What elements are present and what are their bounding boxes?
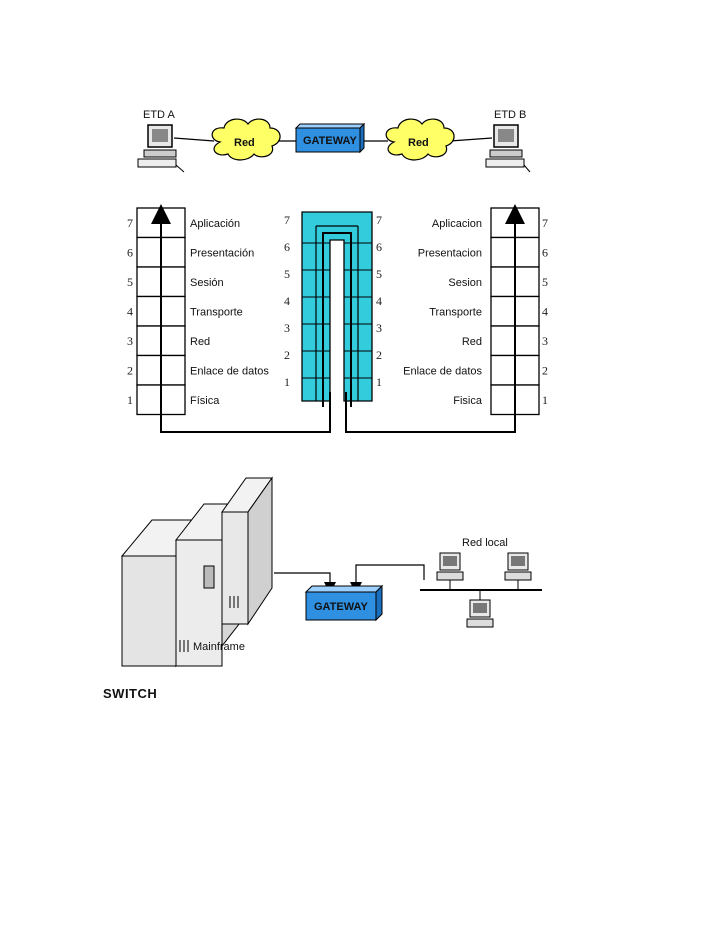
cloud-right-label: Red [408,137,429,149]
mainframe-label: Mainframe [193,641,245,653]
right-layer-label: Fisica [453,395,483,407]
gateway-bottom-box [304,584,384,622]
left-layer-label: Física [190,395,220,407]
left-layer-label: Aplicación [190,218,240,230]
right-layer-number: 2 [542,363,548,377]
gateway-bottom-label: GATEWAY [314,601,368,613]
left-layer-label: Red [190,336,210,348]
right-layer-number: 6 [542,245,548,259]
gateway-top-box [294,122,366,154]
computer-b-icon [485,124,531,173]
gateway-right-number: 7 [376,213,382,227]
gateway-data-path [322,232,352,407]
right-layer-label: Transporte [429,306,482,318]
gateway-left-number: 7 [284,213,290,227]
gateway-right-number: 5 [376,267,382,281]
right-layer-label: Enlace de datos [403,365,482,377]
right-layer-label: Presentacion [418,247,482,259]
left-layer-number: 3 [127,334,133,348]
gateway-left-number: 1 [284,375,290,389]
link-lan-gateway [350,564,425,594]
cloud-left-label: Red [234,137,255,149]
link-mainframe-gateway [274,572,336,594]
lan-label: Red local [462,537,508,549]
right-layer-number: 5 [542,275,548,289]
left-layer-number: 5 [127,275,133,289]
computer-a-icon [137,124,185,173]
gateway-top-label: GATEWAY [303,135,357,147]
right-layer-number: 1 [542,393,548,407]
left-layer-label: Sesión [190,277,224,289]
right-layer-number: 3 [542,334,548,348]
etd-a-label: ETD A [143,109,175,121]
gateway-right-number: 1 [376,375,382,389]
gateway-stack-body [301,211,373,402]
lan-computer-2-icon [504,552,532,581]
left-layer-number: 2 [127,363,133,377]
gateway-left-number: 6 [284,240,290,254]
left-layer-number: 4 [127,304,133,318]
gateway-right-number: 2 [376,348,382,362]
right-layer-label: Aplicacion [432,218,482,230]
gateway-left-number: 5 [284,267,290,281]
section-caption: SWITCH [103,686,158,701]
gateway-left-number: 2 [284,348,290,362]
etd-b-label: ETD B [494,109,526,121]
left-layer-number: 1 [127,393,133,407]
cloud-red-left-icon [211,118,281,161]
lan-computer-3-icon [466,599,494,628]
gateway-right-number: 6 [376,240,382,254]
left-layer-label: Enlace de datos [190,365,269,377]
right-layer-number: 7 [542,216,548,230]
mainframe-icon [120,476,273,668]
right-layer-number: 4 [542,304,548,318]
gateway-left-number: 4 [284,294,290,308]
gateway-osi-stack [301,211,373,407]
left-layer-number: 6 [127,245,133,259]
right-layer-label: Sesion [448,277,482,289]
gateway-right-number: 4 [376,294,382,308]
gateway-right-number: 3 [376,321,382,335]
gateway-left-number: 3 [284,321,290,335]
left-layer-label: Presentación [190,247,254,259]
cloud-red-right-icon [385,118,455,161]
left-layer-label: Transporte [190,306,243,318]
left-layer-number: 7 [127,216,133,230]
right-layer-label: Red [462,336,482,348]
lan-computer-1-icon [436,552,464,581]
